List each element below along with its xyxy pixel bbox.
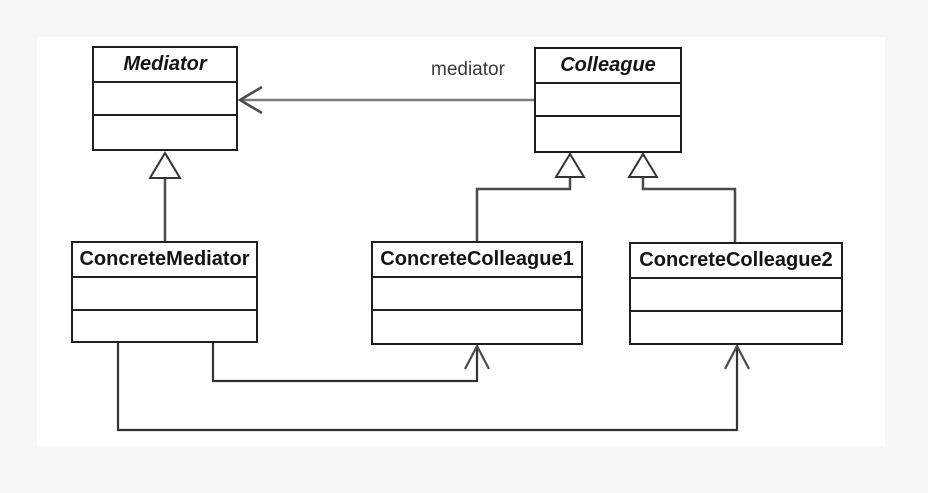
- operations-compartment: [373, 311, 581, 343]
- attributes-compartment: [73, 278, 256, 311]
- class-name-colleague: Colleague: [536, 49, 680, 84]
- operations-compartment: [631, 312, 841, 343]
- class-box-concrete-mediator: ConcreteMediator: [71, 241, 258, 343]
- operations-compartment: [94, 116, 236, 149]
- class-name-concrete-colleague1: ConcreteColleague1: [373, 243, 581, 278]
- class-box-concrete-colleague2: ConcreteColleague2: [629, 242, 843, 345]
- class-box-concrete-colleague1: ConcreteColleague1: [371, 241, 583, 345]
- class-name-mediator: Mediator: [94, 48, 236, 83]
- attributes-compartment: [94, 83, 236, 116]
- class-box-colleague: Colleague: [534, 47, 682, 153]
- attributes-compartment: [536, 84, 680, 117]
- operations-compartment: [73, 311, 256, 341]
- attributes-compartment: [631, 279, 841, 312]
- class-name-concrete-mediator: ConcreteMediator: [73, 243, 256, 278]
- class-name-concrete-colleague2: ConcreteColleague2: [631, 244, 841, 279]
- association-role-label: mediator: [431, 59, 505, 80]
- attributes-compartment: [373, 278, 581, 311]
- operations-compartment: [536, 117, 680, 151]
- class-box-mediator: Mediator: [92, 46, 238, 151]
